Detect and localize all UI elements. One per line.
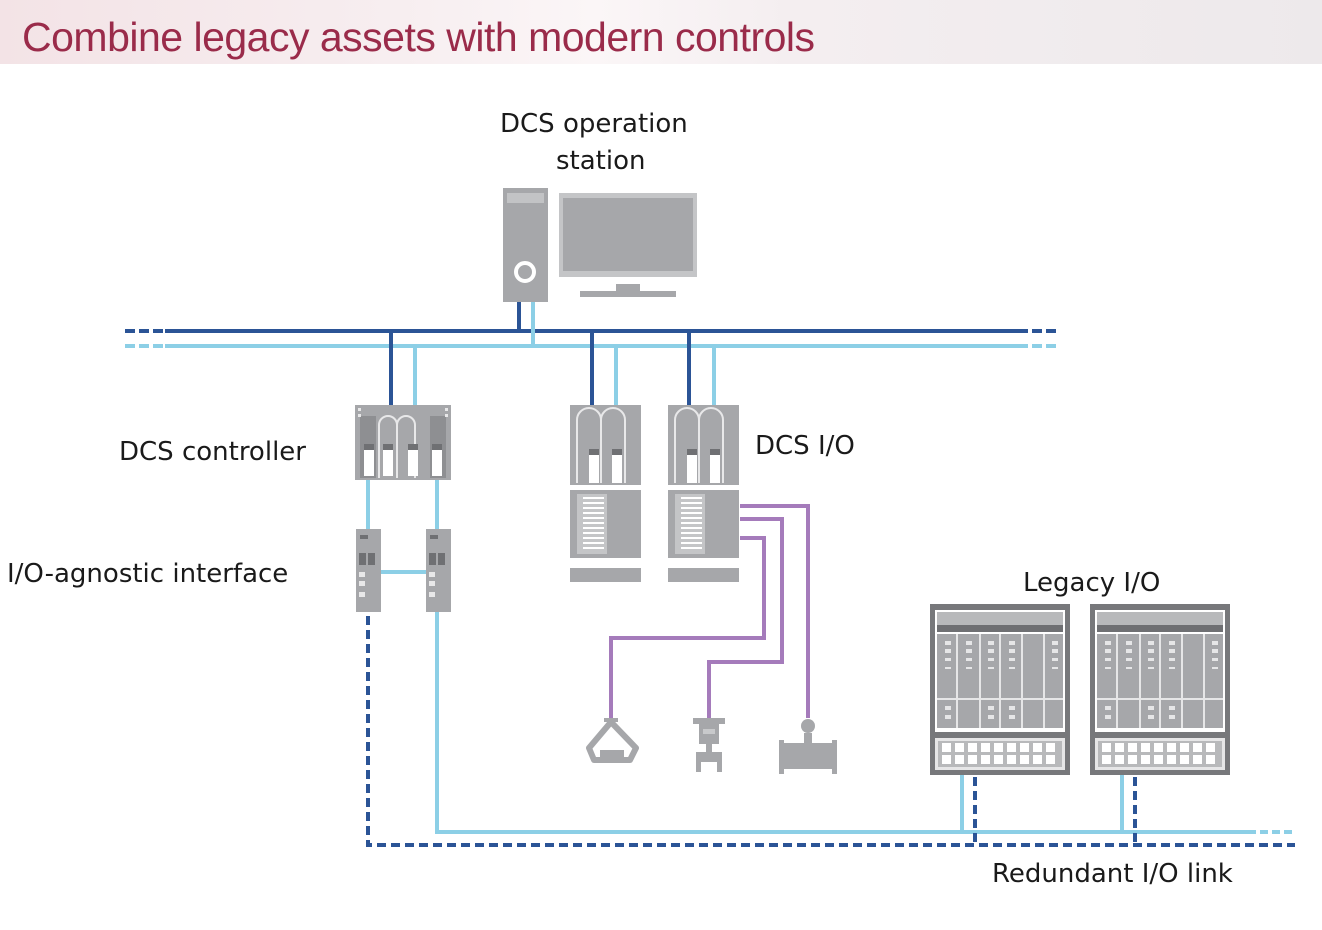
legacy-io-rack-icon[interactable] <box>1090 604 1230 775</box>
io-agnostic-interface-icon[interactable] <box>426 529 451 612</box>
redundant-link-label: Redundant I/O link <box>992 859 1233 889</box>
controller-interface-links <box>366 480 439 574</box>
legacy-io-label: Legacy I/O <box>1023 568 1161 598</box>
field-wiring <box>609 504 810 718</box>
monitor-icon <box>559 193 697 297</box>
dcs-io-module-icon[interactable] <box>668 405 739 582</box>
dcs-io-label: DCS I/O <box>755 431 855 461</box>
pc-tower-icon <box>503 188 548 302</box>
interface-label: I/O-agnostic interface <box>7 559 289 589</box>
controller-label: DCS controller <box>119 437 306 467</box>
page-title: Combine legacy assets with modern contro… <box>22 14 815 60</box>
dcs-controller-icon[interactable] <box>355 405 451 480</box>
operation-station-label-line2: station <box>556 146 646 176</box>
io-agnostic-interface-icon[interactable] <box>356 529 381 612</box>
control-valve-icon[interactable] <box>693 718 725 772</box>
io-link-primary <box>435 612 1295 834</box>
io-link-redundant <box>366 616 1295 847</box>
legacy-io-rack-icon[interactable] <box>930 604 1070 775</box>
header-band <box>0 0 1322 64</box>
bus-drops <box>389 302 716 405</box>
operation-station-label-line1: DCS operation <box>500 109 688 139</box>
flow-meter-icon[interactable] <box>779 719 837 774</box>
dcs-io-module-icon[interactable] <box>570 405 641 582</box>
level-transmitter-icon[interactable] <box>586 718 639 763</box>
